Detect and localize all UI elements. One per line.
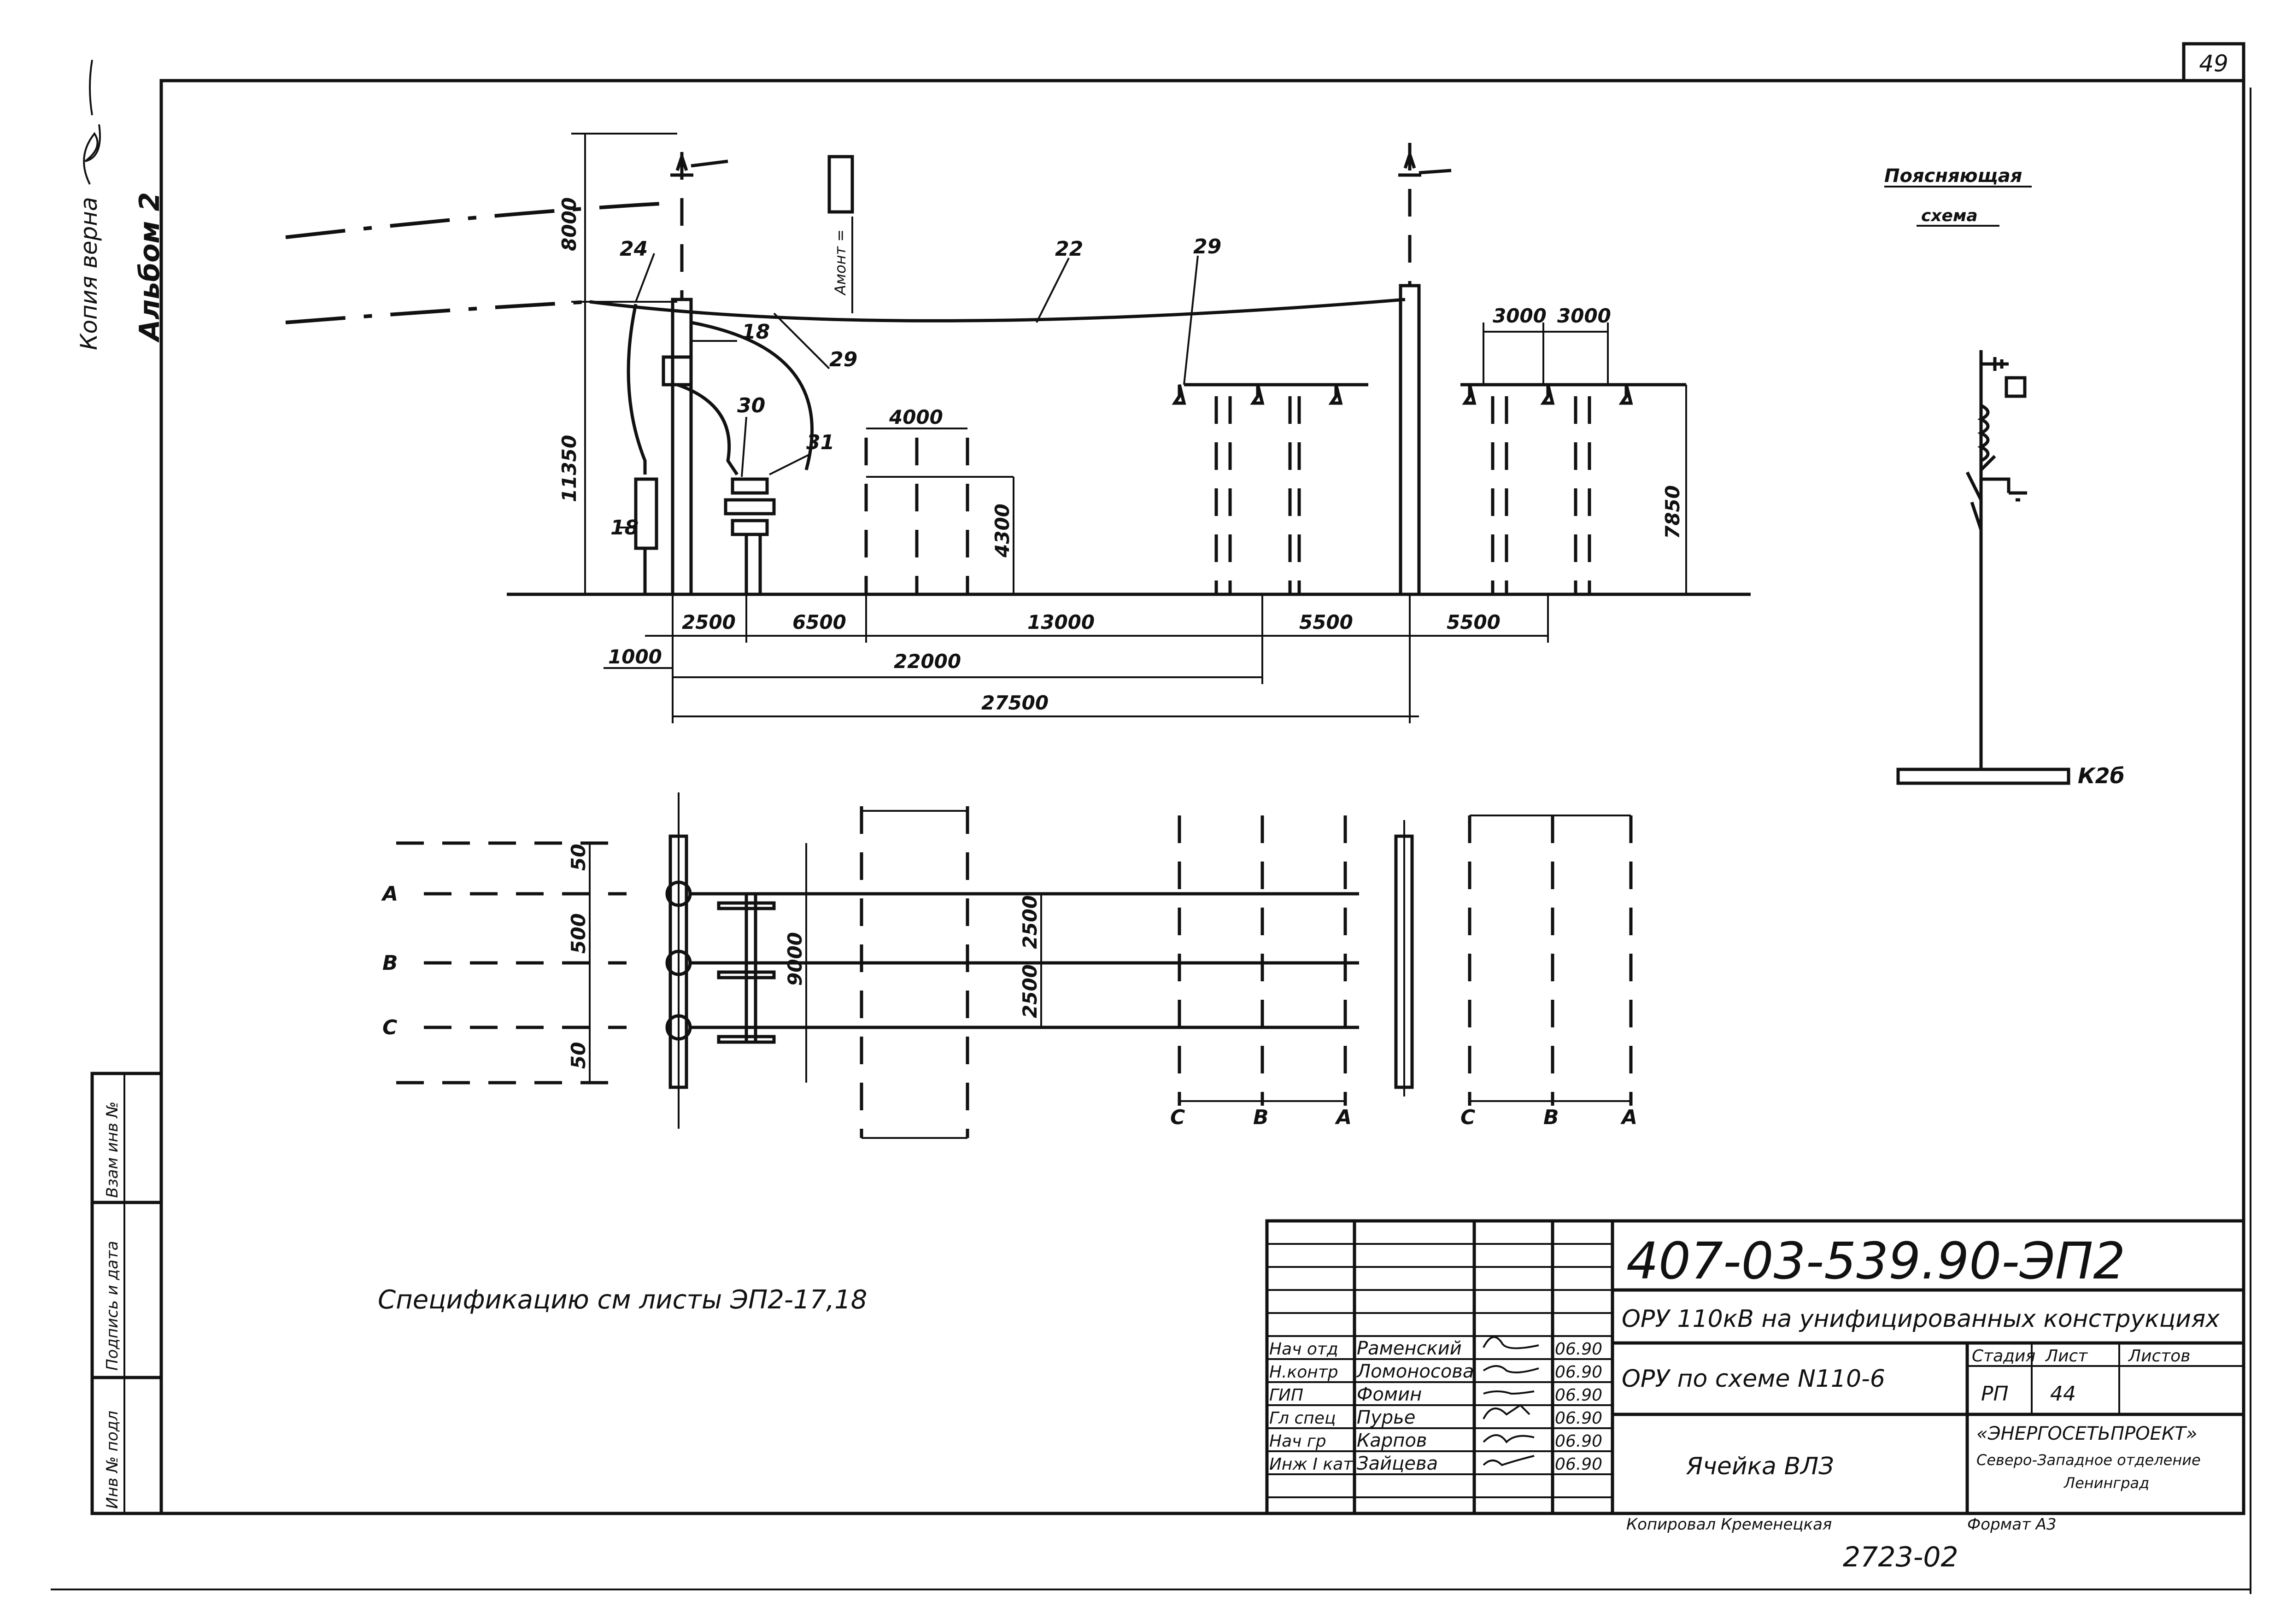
svg-text:4000: 4000 [889, 406, 943, 428]
project-title: ОРУ 110кВ на унифицированных конструкция… [1622, 1305, 2220, 1333]
svg-text:3000: 3000 [1557, 305, 1611, 327]
svg-text:2500: 2500 [682, 611, 736, 633]
elevation-view: 24 18 29 30 31 18 22 29 8000 11350 4300 … [285, 133, 1751, 723]
svg-text:06.90: 06.90 [1555, 1363, 1602, 1382]
svg-text:A: A [381, 882, 398, 906]
svg-text:22: 22 [1055, 237, 1083, 261]
svg-text:18: 18 [610, 516, 639, 539]
explanatory-title: Поясняющая [1884, 165, 2022, 187]
svg-text:Зайцева: Зайцева [1357, 1453, 1438, 1474]
svg-text:Нач гр: Нач гр [1269, 1432, 1326, 1451]
svg-text:Лист: Лист [2045, 1347, 2088, 1366]
plan-view: A B C 50 500 50 9000 2500 2500 C B A C B… [381, 792, 1637, 1139]
svg-text:ГИП: ГИП [1269, 1386, 1303, 1405]
doc-code: 407-03-539.90-ЭП2 [1626, 1231, 2125, 1290]
bus-label: К2б [2078, 763, 2125, 788]
svg-text:Взам инв №: Взам инв № [103, 1102, 122, 1198]
svg-text:5500: 5500 [1299, 611, 1353, 633]
svg-text:B: B [382, 951, 398, 975]
svg-text:Ломоносова: Ломоносова [1356, 1361, 1474, 1382]
svg-text:1000: 1000 [608, 645, 662, 668]
page-number-box [2182, 42, 2245, 82]
svg-text:29: 29 [829, 348, 857, 371]
svg-text:6500: 6500 [792, 611, 846, 633]
svg-text:2500: 2500 [1019, 895, 1041, 949]
svg-text:18: 18 [742, 320, 770, 344]
svg-text:13000: 13000 [1027, 611, 1095, 633]
svg-text:27500: 27500 [981, 692, 1049, 714]
svg-text:B: B [1543, 1106, 1559, 1129]
svg-text:06.90: 06.90 [1555, 1432, 1602, 1451]
svg-text:4300: 4300 [991, 504, 1014, 558]
format-label: Формат А3 [1967, 1515, 2057, 1534]
svg-text:Стадия: Стадия [1972, 1347, 2035, 1366]
svg-text:Н.контр: Н.контр [1269, 1363, 1338, 1382]
svg-text:Листов: Листов [2128, 1347, 2190, 1366]
svg-text:A: A [1335, 1106, 1352, 1129]
title-block: 407-03-539.90-ЭП2 ОРУ 110кВ на унифициро… [1265, 1219, 2245, 1515]
org-name: «ЭНЕРГОСЕТЬПРОЕКТ» [1976, 1423, 2197, 1444]
side-stamp: Инв № подл Подпись и дата Взам инв № [90, 1072, 163, 1515]
svg-text:7850: 7850 [1661, 485, 1684, 539]
svg-text:06.90: 06.90 [1555, 1455, 1602, 1474]
svg-text:8000: 8000 [558, 197, 580, 251]
svg-text:9000: 9000 [784, 932, 806, 986]
svg-text:Фомин: Фомин [1357, 1384, 1422, 1405]
copy-note: Копия верна [76, 197, 102, 350]
svg-text:2500: 2500 [1019, 964, 1041, 1018]
copy-signature [83, 59, 101, 185]
svg-text:B: B [1253, 1106, 1269, 1129]
archive-number: 2723-02 [1843, 1541, 1958, 1573]
stage: РП [1981, 1382, 2009, 1406]
copied-by: Копировал Кременецкая [1626, 1515, 1832, 1534]
svg-text:Нач отд: Нач отд [1269, 1340, 1338, 1359]
svg-text:Раменский: Раменский [1357, 1338, 1462, 1359]
svg-text:Инв № подл: Инв № подл [103, 1411, 122, 1509]
svg-text:31: 31 [806, 431, 834, 454]
svg-text:50: 50 [567, 1042, 590, 1069]
svg-text:06.90: 06.90 [1555, 1409, 1602, 1428]
sheet-title: ОРУ по схеме N110-6 [1622, 1365, 1885, 1393]
album-label: Альбом 2 [134, 192, 166, 343]
svg-text:C: C [1460, 1106, 1475, 1129]
explanatory-subtitle: схема [1921, 206, 1978, 225]
svg-text:5500: 5500 [1447, 611, 1501, 633]
svg-text:Гл спец: Гл спец [1269, 1409, 1336, 1428]
svg-text:Карпов: Карпов [1357, 1430, 1427, 1451]
svg-text:C: C [1170, 1106, 1185, 1129]
svg-text:30: 30 [737, 394, 765, 417]
svg-text:06.90: 06.90 [1555, 1386, 1602, 1405]
svg-text:Подпись и дата: Подпись и дата [103, 1241, 122, 1371]
svg-text:29: 29 [1193, 235, 1221, 258]
svg-text:A: A [1620, 1106, 1637, 1129]
svg-text:Инж I кат: Инж I кат [1269, 1455, 1353, 1474]
svg-text:Aмонт =: Aмонт = [832, 229, 849, 296]
svg-text:Пурье: Пурье [1357, 1407, 1415, 1428]
org-city: Ленинград [2063, 1474, 2149, 1492]
svg-text:06.90: 06.90 [1555, 1340, 1602, 1359]
svg-text:22000: 22000 [894, 650, 961, 673]
svg-text:3000: 3000 [1493, 305, 1547, 327]
svg-text:500: 500 [567, 913, 590, 954]
outer-frame [159, 79, 2245, 1515]
bus-bar [1896, 768, 2070, 785]
spec-note: Спецификацию см листы ЭП2-17,18 [378, 1285, 867, 1315]
explanatory-scheme: Поясняющая схема К2б [1884, 165, 2125, 788]
svg-text:C: C [382, 1016, 397, 1039]
page-number: 49 [2199, 50, 2228, 77]
svg-text:11350: 11350 [558, 435, 580, 502]
sheet-no: 44 [2050, 1382, 2076, 1406]
drawing-title: Ячейка ВЛЗ [1686, 1453, 1834, 1480]
org-branch: Северо-Западное отделение [1976, 1451, 2201, 1469]
svg-text:50: 50 [567, 844, 590, 871]
svg-text:24: 24 [620, 237, 648, 261]
